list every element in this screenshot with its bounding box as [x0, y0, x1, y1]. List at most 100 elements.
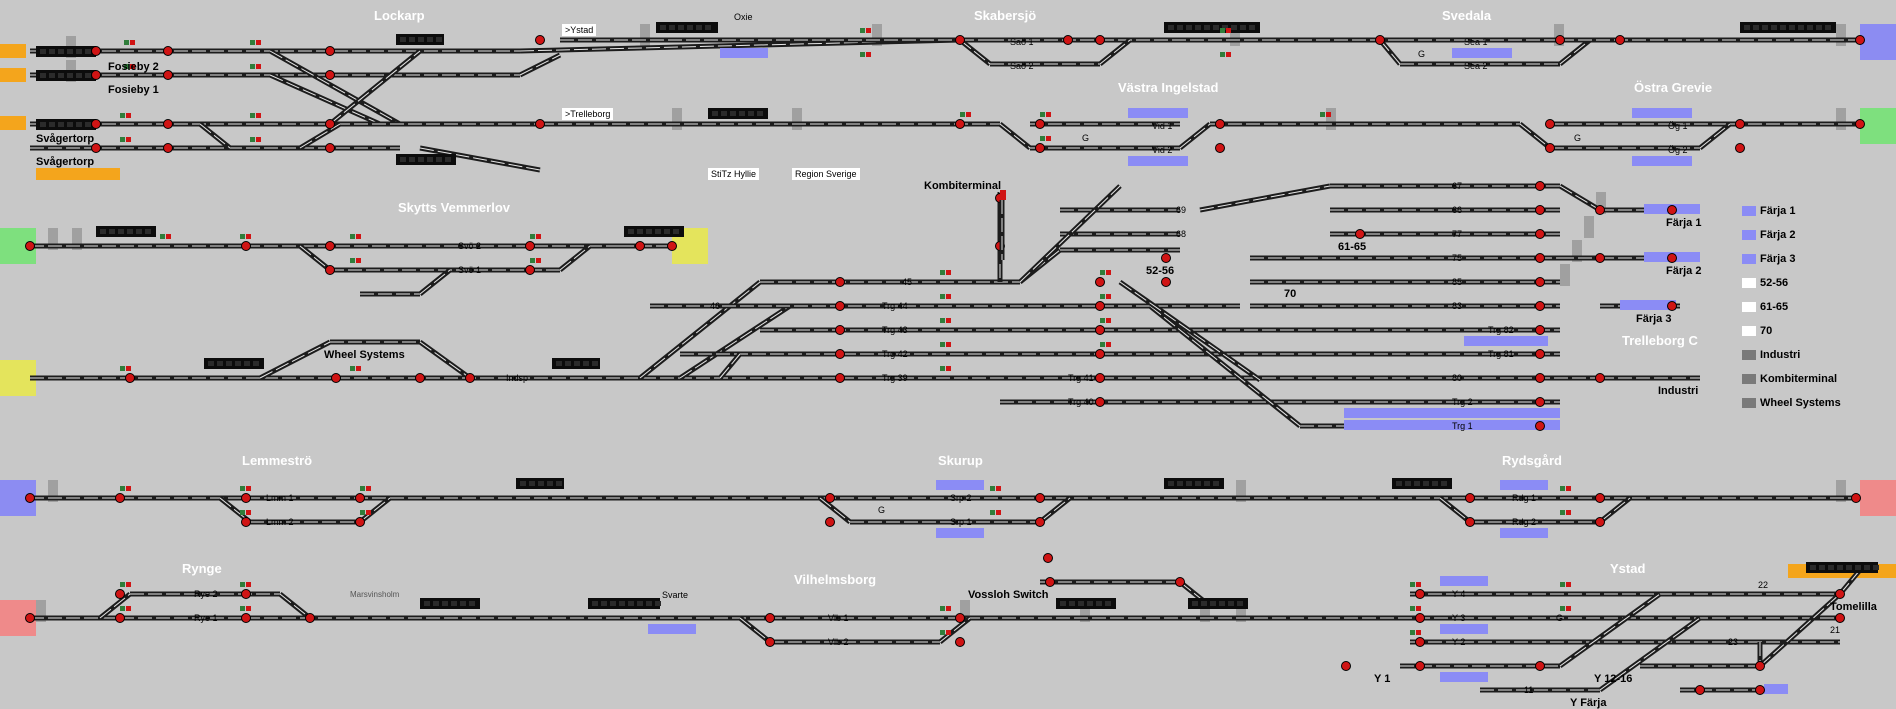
- signal-icon[interactable]: [1161, 253, 1171, 263]
- train-number-field[interactable]: [36, 46, 96, 57]
- signal-icon[interactable]: [163, 46, 173, 56]
- train-number-field[interactable]: [36, 70, 96, 81]
- signal-icon[interactable]: [835, 301, 845, 311]
- train-number-field[interactable]: [1164, 478, 1224, 489]
- signal-icon[interactable]: [241, 517, 251, 527]
- legend-farja-1[interactable]: Färja 1: [1742, 205, 1795, 217]
- signal-icon[interactable]: [1735, 143, 1745, 153]
- signal-icon[interactable]: [1035, 119, 1045, 129]
- signal-icon[interactable]: [1415, 613, 1425, 623]
- signal-icon[interactable]: [1095, 325, 1105, 335]
- signal-icon[interactable]: [325, 143, 335, 153]
- signal-icon[interactable]: [835, 349, 845, 359]
- signal-icon[interactable]: [1175, 577, 1185, 587]
- train-number-field[interactable]: [1392, 478, 1452, 489]
- edge-terminal-rydsgard-east[interactable]: [1860, 480, 1896, 516]
- edge-terminal-svedala-east[interactable]: [1860, 24, 1896, 60]
- signal-icon[interactable]: [1415, 661, 1425, 671]
- track-segment[interactable]: [1758, 592, 1842, 668]
- signal-icon[interactable]: [241, 241, 251, 251]
- signal-icon[interactable]: [1043, 553, 1053, 563]
- signal-icon[interactable]: [1755, 661, 1765, 671]
- signal-icon[interactable]: [25, 613, 35, 623]
- signal-icon[interactable]: [1595, 493, 1605, 503]
- edge-terminal-fosieby-1[interactable]: [0, 68, 26, 82]
- signal-icon[interactable]: [1545, 143, 1555, 153]
- signal-icon[interactable]: [115, 589, 125, 599]
- signal-icon[interactable]: [1755, 685, 1765, 695]
- signal-icon[interactable]: [955, 35, 965, 45]
- info-hyllie[interactable]: StiTz Hyllie: [708, 168, 760, 180]
- signal-icon[interactable]: [1595, 373, 1605, 383]
- direction-trelleborg[interactable]: >Trelleborg: [562, 108, 614, 120]
- signal-icon[interactable]: [535, 35, 545, 45]
- edge-terminal-fosieby-2[interactable]: [0, 44, 26, 58]
- signal-icon[interactable]: [115, 613, 125, 623]
- signal-icon[interactable]: [1035, 517, 1045, 527]
- signal-icon[interactable]: [1161, 277, 1171, 287]
- direction-ystad[interactable]: >Ystad: [562, 24, 597, 36]
- signal-icon[interactable]: [1535, 229, 1545, 239]
- signal-icon[interactable]: [91, 46, 101, 56]
- signal-icon[interactable]: [667, 241, 677, 251]
- signal-icon[interactable]: [465, 373, 475, 383]
- signal-icon[interactable]: [25, 241, 35, 251]
- legend-farja-3[interactable]: Färja 3: [1742, 253, 1795, 265]
- legend-kombiterminal[interactable]: Kombiterminal: [1742, 373, 1837, 385]
- signal-icon[interactable]: [1855, 119, 1865, 129]
- signal-icon[interactable]: [1341, 661, 1351, 671]
- signal-icon[interactable]: [1063, 35, 1073, 45]
- signal-icon[interactable]: [1535, 421, 1545, 431]
- signal-icon[interactable]: [1535, 205, 1545, 215]
- signal-icon[interactable]: [955, 119, 965, 129]
- signal-icon[interactable]: [1465, 517, 1475, 527]
- signal-icon[interactable]: [1535, 301, 1545, 311]
- signal-icon[interactable]: [163, 143, 173, 153]
- signal-icon[interactable]: [115, 493, 125, 503]
- signal-icon[interactable]: [241, 589, 251, 599]
- signal-icon[interactable]: [325, 46, 335, 56]
- train-number-field[interactable]: [624, 226, 684, 237]
- signal-icon[interactable]: [525, 241, 535, 251]
- train-number-field[interactable]: [708, 108, 768, 119]
- signal-icon[interactable]: [163, 70, 173, 80]
- edge-terminal-svagertorp-1[interactable]: [0, 116, 26, 130]
- signal-icon[interactable]: [1095, 373, 1105, 383]
- signal-icon[interactable]: [765, 637, 775, 647]
- station-svedala[interactable]: Svedala: [1442, 8, 1492, 23]
- signal-icon[interactable]: [525, 265, 535, 275]
- edge-terminal-svagertorp-2[interactable]: [36, 168, 120, 180]
- signal-icon[interactable]: [331, 373, 341, 383]
- signal-icon[interactable]: [1095, 301, 1105, 311]
- station-lockarp[interactable]: Lockarp: [374, 8, 425, 23]
- legend-61-65[interactable]: 61-65: [1742, 301, 1788, 313]
- signal-icon[interactable]: [1851, 493, 1861, 503]
- signal-icon[interactable]: [1535, 397, 1545, 407]
- signal-icon[interactable]: [1035, 143, 1045, 153]
- train-number-field[interactable]: [96, 226, 156, 237]
- signal-icon[interactable]: [1095, 349, 1105, 359]
- signal-icon[interactable]: [955, 637, 965, 647]
- signal-icon[interactable]: [1545, 119, 1555, 129]
- signal-icon[interactable]: [1835, 589, 1845, 599]
- station-ystad[interactable]: Ystad: [1610, 561, 1646, 576]
- signal-icon[interactable]: [1035, 493, 1045, 503]
- legend-52-56[interactable]: 52-56: [1742, 277, 1788, 289]
- signal-icon[interactable]: [535, 119, 545, 129]
- signal-icon[interactable]: [835, 325, 845, 335]
- station-rynge[interactable]: Rynge: [182, 561, 222, 576]
- signal-icon[interactable]: [1595, 517, 1605, 527]
- legend-industri[interactable]: Industri: [1742, 349, 1800, 361]
- signal-icon[interactable]: [1535, 661, 1545, 671]
- signal-icon[interactable]: [1415, 637, 1425, 647]
- signal-icon[interactable]: [163, 119, 173, 129]
- station-ostra-grevie[interactable]: Östra Grevie: [1634, 80, 1713, 95]
- signal-icon[interactable]: [355, 493, 365, 503]
- signal-icon[interactable]: [91, 143, 101, 153]
- signal-icon[interactable]: [91, 70, 101, 80]
- train-number-field[interactable]: [1164, 22, 1260, 33]
- signal-icon[interactable]: [355, 517, 365, 527]
- signal-icon[interactable]: [1000, 190, 1006, 200]
- train-number-field[interactable]: [396, 154, 456, 165]
- signal-icon[interactable]: [1667, 253, 1677, 263]
